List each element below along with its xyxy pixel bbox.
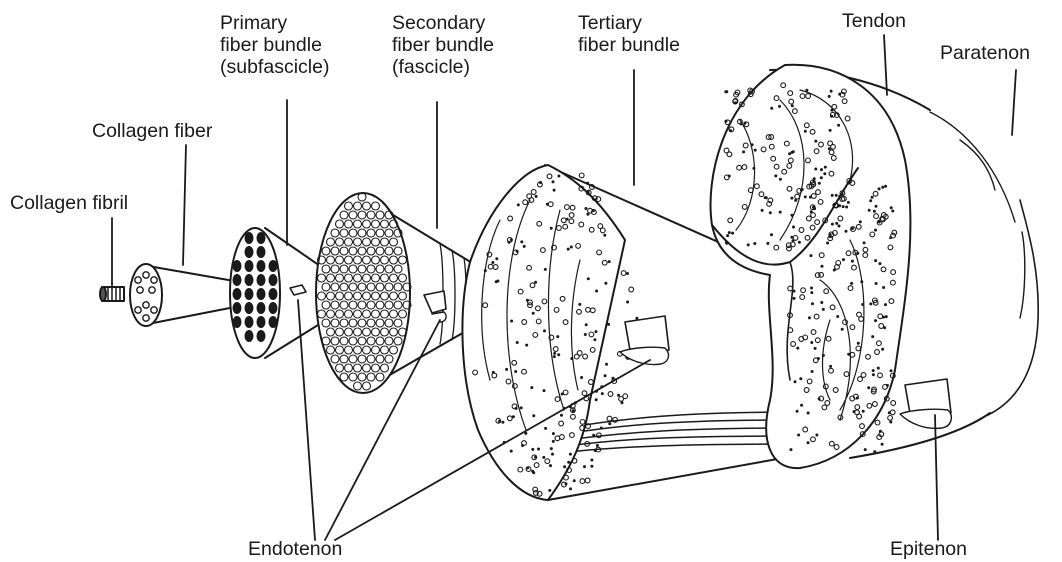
label-secondary-line3: (fascicle) bbox=[392, 56, 494, 78]
label-tertiary-bundle: Tertiary fiber bundle bbox=[578, 12, 680, 56]
label-paratenon: Paratenon bbox=[940, 42, 1030, 64]
tendon-shape bbox=[711, 65, 1039, 468]
collagen-fiber-shape bbox=[130, 264, 240, 326]
label-primary-bundle: Primary fiber bundle (subfascicle) bbox=[220, 12, 329, 78]
label-secondary-bundle: Secondary fiber bundle (fascicle) bbox=[392, 12, 494, 78]
label-epitenon: Epitenon bbox=[890, 538, 967, 560]
leader-tendon bbox=[884, 35, 887, 95]
leader-endotenon-1 bbox=[298, 300, 315, 540]
leader-epitenon bbox=[935, 415, 938, 540]
label-secondary-line1: Secondary bbox=[392, 12, 494, 34]
label-endotenon: Endotenon bbox=[248, 538, 342, 560]
leader-collagen-fiber bbox=[183, 145, 186, 265]
leader-paratenon bbox=[1012, 70, 1016, 135]
endotenon-flap-1 bbox=[290, 285, 306, 295]
endotenon-flap-2 bbox=[424, 291, 446, 313]
label-tendon: Tendon bbox=[842, 10, 906, 32]
label-collagen-fiber: Collagen fiber bbox=[92, 120, 212, 142]
label-primary-line3: (subfascicle) bbox=[220, 56, 329, 78]
label-tertiary-line2: fiber bundle bbox=[578, 34, 680, 56]
label-primary-line1: Primary bbox=[220, 12, 329, 34]
label-secondary-line2: fiber bundle bbox=[392, 34, 494, 56]
label-tertiary-line1: Tertiary bbox=[578, 12, 680, 34]
label-collagen-fibril: Collagen fibril bbox=[10, 192, 128, 214]
label-primary-line2: fiber bundle bbox=[220, 34, 329, 56]
collagen-fibril-shape bbox=[100, 287, 124, 301]
